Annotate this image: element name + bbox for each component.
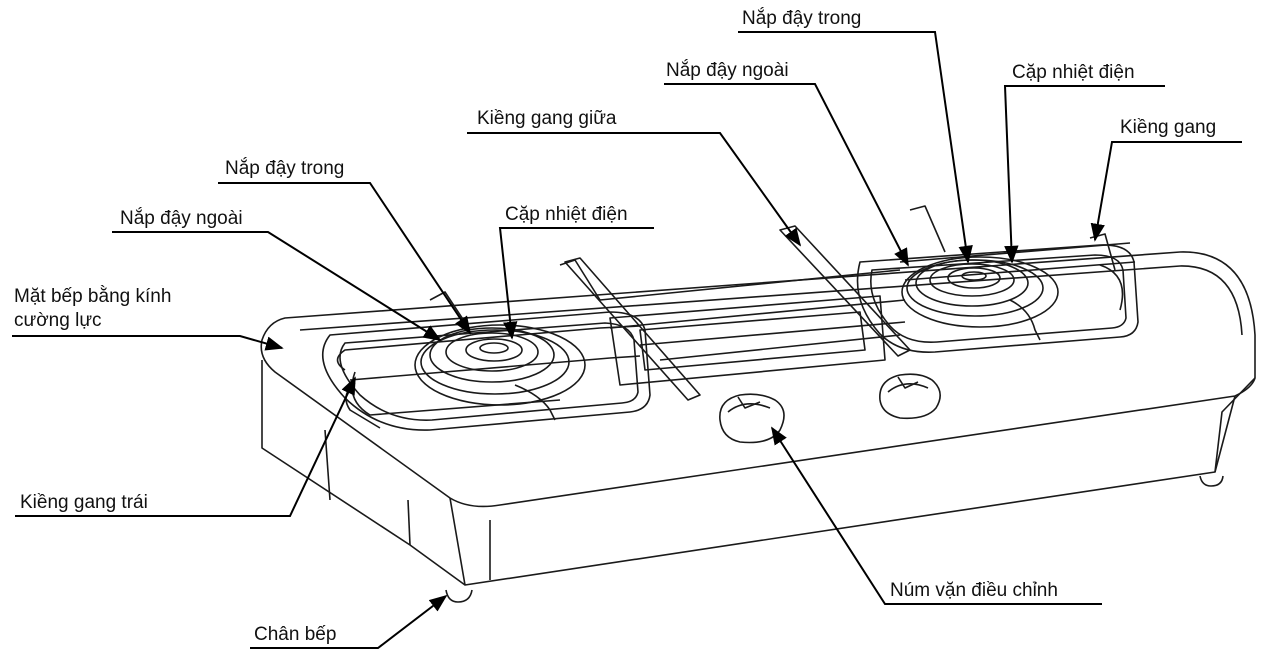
right-knob (879, 373, 941, 420)
glass-top-inner-edge (299, 265, 1243, 336)
leader-left-grate (15, 376, 356, 517)
label-middle-grate: Kiềng gang giữa (477, 108, 617, 129)
base-right-corner (1214, 377, 1256, 473)
left-grate (336, 259, 611, 421)
foot-right (1199, 475, 1224, 487)
label-foot: Chân bếp (254, 624, 337, 645)
middle-recess (609, 295, 886, 386)
label-left-grate: Kiềng gang trái (20, 492, 148, 513)
leader-right-inner-cap (738, 31, 973, 264)
left-knob (719, 393, 785, 444)
label-right-outer-cap: Nắp đậy ngoài (666, 60, 789, 81)
leader-left-thermocouple (498, 227, 654, 340)
base-front-face (449, 395, 1236, 586)
base-edge (407, 499, 411, 546)
right-burner-outer-ring (901, 256, 1059, 328)
leader-glass-top (12, 335, 284, 351)
leader-knob (771, 426, 1102, 605)
left-burner-inner-cap (465, 338, 523, 362)
leader-right-outer-cap (664, 83, 909, 267)
leader-foot (250, 594, 448, 649)
leader-left-inner-cap (218, 182, 471, 335)
base-left-face (261, 360, 466, 586)
label-knob: Núm vặn điều chỉnh (890, 580, 1058, 601)
label-left-outer-cap: Nắp đậy ngoài (120, 208, 243, 229)
leader-right-thermocouple (1003, 85, 1165, 264)
leader-middle-grate (467, 132, 802, 247)
leader-right-grate (1090, 141, 1242, 242)
middle-grate (564, 225, 911, 401)
label-left-inner-cap: Nắp đậy trong (225, 158, 345, 179)
label-right-inner-cap: Nắp đậy trong (742, 8, 862, 29)
label-glass-top-line2: cường lực (14, 310, 102, 331)
right-burner-tray (856, 244, 1139, 353)
left-burner-outer-cap (429, 327, 555, 383)
leader-left-outer-cap (112, 231, 442, 341)
stove-body (260, 205, 1256, 603)
glass-top (260, 251, 1256, 508)
right-burner-inner-cap (947, 267, 1001, 289)
label-right-thermocouple: Cặp nhiệt điện (1012, 62, 1135, 83)
label-right-grate: Kiềng gang (1120, 117, 1217, 138)
label-left-thermocouple: Cặp nhiệt điện (505, 204, 628, 225)
foot-front (445, 589, 473, 603)
left-burner-tray (321, 311, 651, 431)
label-glass-top-line1: Mặt bếp bằng kính (14, 286, 172, 307)
leader-lines (12, 31, 1242, 649)
